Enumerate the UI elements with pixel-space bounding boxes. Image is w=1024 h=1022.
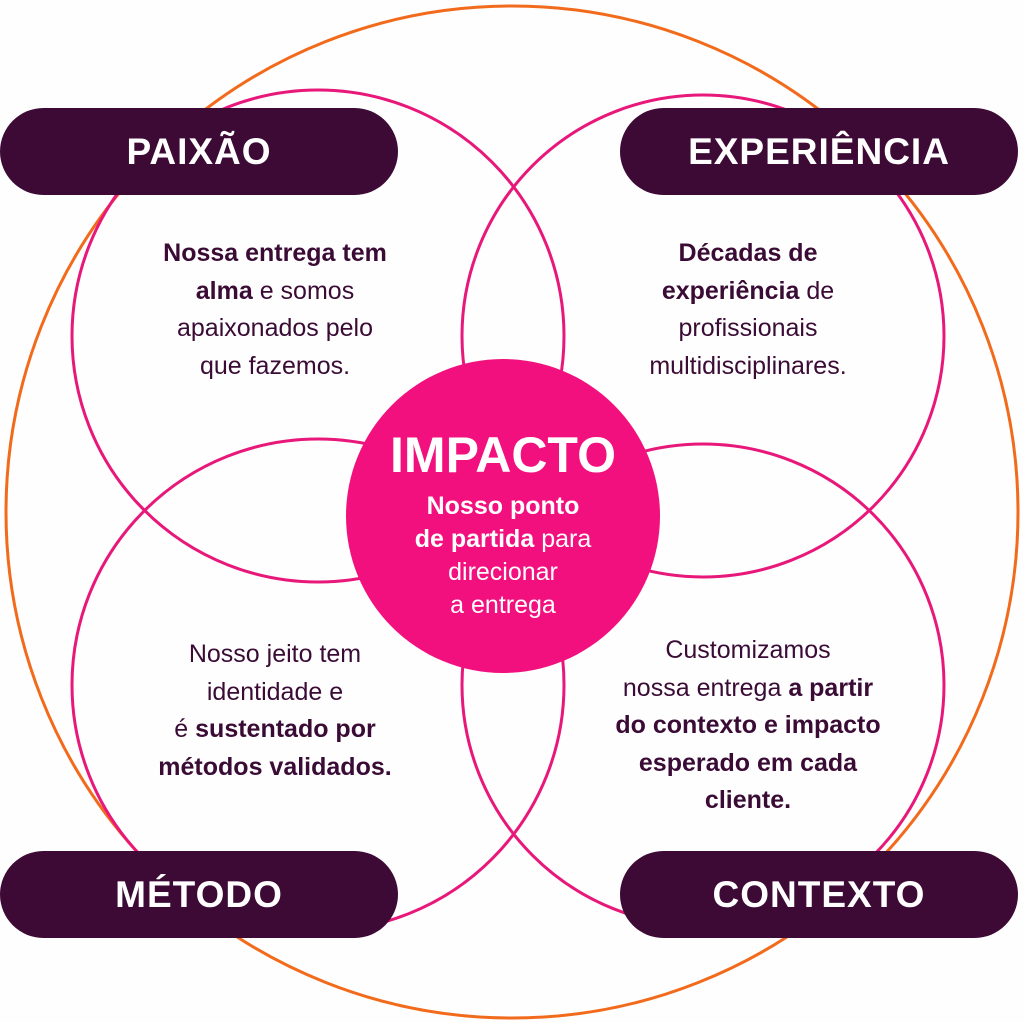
text-bold: métodos validados. [158,752,392,781]
pill-contexto: CONTEXTO [620,851,1018,938]
text-bold: alma [195,276,253,305]
text-bold: Nosso ponto [426,492,580,520]
impact-circle [346,359,660,673]
text: de [799,276,835,305]
text: nossa entrega [622,673,789,702]
text-bold: Décadas de [678,239,818,267]
text-bold: de partida [414,525,535,553]
text-bold: esperado em cada [638,748,858,777]
text: identidade e [206,677,344,706]
text: apaixonados pelo [177,314,373,342]
pill-experiencia: EXPERIÊNCIA [620,108,1018,195]
impacto-title: IMPACTO [390,427,616,483]
experiencia-text: Décadas de experiência de profissionais … [588,235,908,385]
text-bold: experiência [661,276,800,305]
pill-paixao: PAIXÃO [0,108,398,195]
metodo-text: Nosso jeito tem identidade e é sustentad… [115,636,435,786]
text: que fazemos. [199,351,351,380]
impacto-block: IMPACTO Nosso ponto de partida para dire… [346,420,660,622]
petal-ring-paixao [70,88,566,584]
text: profissionais [678,314,818,342]
text-bold: Nossa entrega tem [163,239,387,267]
text: Customizamos [665,636,831,664]
contexto-text: Customizamos nossa entrega a partir do c… [568,632,928,820]
text-bold: sustentado por [195,715,376,743]
text: é [174,715,196,743]
text: direcionar [448,558,558,586]
text-bold: do contexto e impacto [615,711,881,739]
text: multidisciplinares. [649,351,847,380]
outer-ring [4,4,1020,1020]
petal-ring-experiencia [460,93,946,579]
text-bold: cliente. [704,786,792,814]
pill-metodo: MÉTODO [0,851,398,938]
text-bold: a partir [788,673,874,702]
text: para [534,525,592,553]
text: Nosso jeito tem [188,640,362,668]
paixao-text: Nossa entrega tem alma e somos apaixonad… [115,235,435,385]
text: e somos [252,276,355,305]
text: a entrega [450,591,556,619]
